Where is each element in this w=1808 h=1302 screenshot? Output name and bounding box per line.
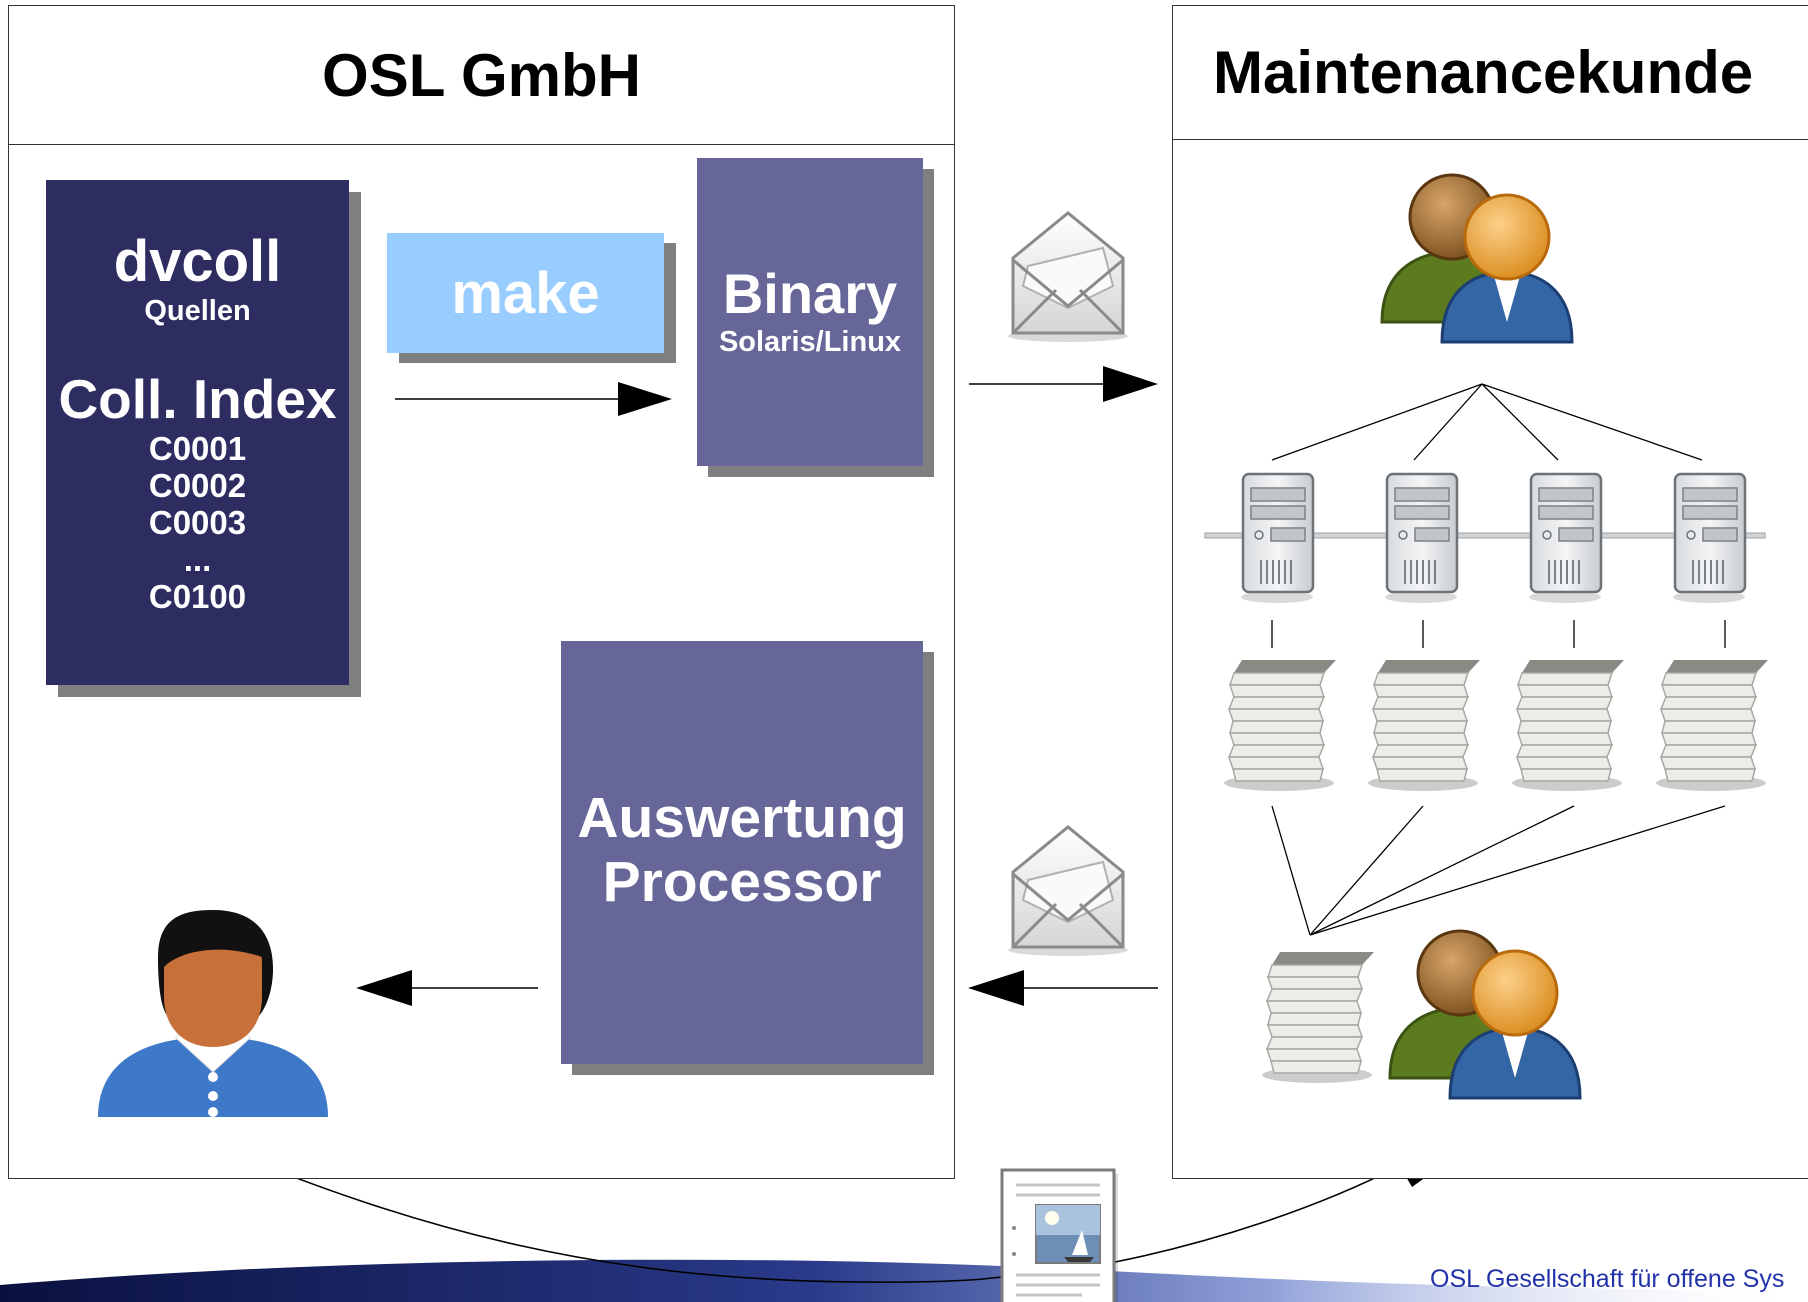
- person-icon: [98, 910, 328, 1117]
- make-box: make: [387, 233, 664, 353]
- binary-box-subtitle: Solaris/Linux: [718, 325, 902, 358]
- mail-envelope-icon: [1006, 211, 1130, 344]
- processor-box-line1: Auswertung: [577, 786, 907, 850]
- arrowhead: [968, 970, 1024, 1006]
- osl-panel-header: OSL GmbH: [9, 6, 954, 145]
- server-icon: [1527, 472, 1603, 605]
- document-stack-icon: [1655, 659, 1769, 792]
- document-stack-icon: [1511, 659, 1625, 792]
- tree-lines: [1271, 383, 1726, 936]
- source-box-index-title: Coll. Index: [58, 368, 337, 431]
- user-group-icon: [1380, 173, 1574, 344]
- binary-box-title: Binary: [722, 262, 898, 325]
- server-icon: [1383, 472, 1459, 605]
- mail-envelope-icon: [1006, 825, 1130, 958]
- binary-box: Binary Solaris/Linux: [697, 158, 923, 466]
- source-box-subtitle: Quellen: [144, 294, 251, 327]
- footer-swoosh: [0, 1259, 1808, 1302]
- source-box-item: ...: [183, 540, 212, 578]
- network-cable: [1204, 532, 1766, 539]
- document-stack-icon: [1261, 951, 1375, 1084]
- server-icon: [1671, 472, 1747, 605]
- server-icon: [1239, 472, 1315, 605]
- customer-panel-title: Maintenancekunde: [1213, 39, 1754, 106]
- make-box-label: make: [451, 260, 600, 326]
- arrowhead: [618, 382, 672, 416]
- arrowhead: [1103, 366, 1158, 402]
- source-box-item: C0003: [148, 503, 247, 541]
- source-box-item: C0001: [148, 430, 247, 468]
- document-stack-icon: [1367, 659, 1481, 792]
- processor-box: Auswertung Processor: [561, 641, 923, 1064]
- customer-panel-header: Maintenancekunde: [1173, 6, 1808, 140]
- footer-text: OSL Gesellschaft für offene Sys: [1430, 1265, 1785, 1293]
- osl-panel-title: OSL GmbH: [322, 41, 641, 109]
- arrowhead: [356, 970, 412, 1006]
- source-box: dvcoll Quellen Coll. Index C0001 C0002 C…: [46, 180, 349, 685]
- user-group-icon: [1388, 929, 1582, 1100]
- document-stack-icon: [1223, 659, 1337, 792]
- report-flow-curve: [219, 1147, 1081, 1283]
- report-document-icon: [1000, 1168, 1118, 1302]
- processor-box-line2: Processor: [602, 849, 882, 914]
- source-box-title: dvcoll: [113, 229, 282, 294]
- source-box-item: C0002: [148, 466, 247, 504]
- source-box-item: C0100: [148, 577, 247, 615]
